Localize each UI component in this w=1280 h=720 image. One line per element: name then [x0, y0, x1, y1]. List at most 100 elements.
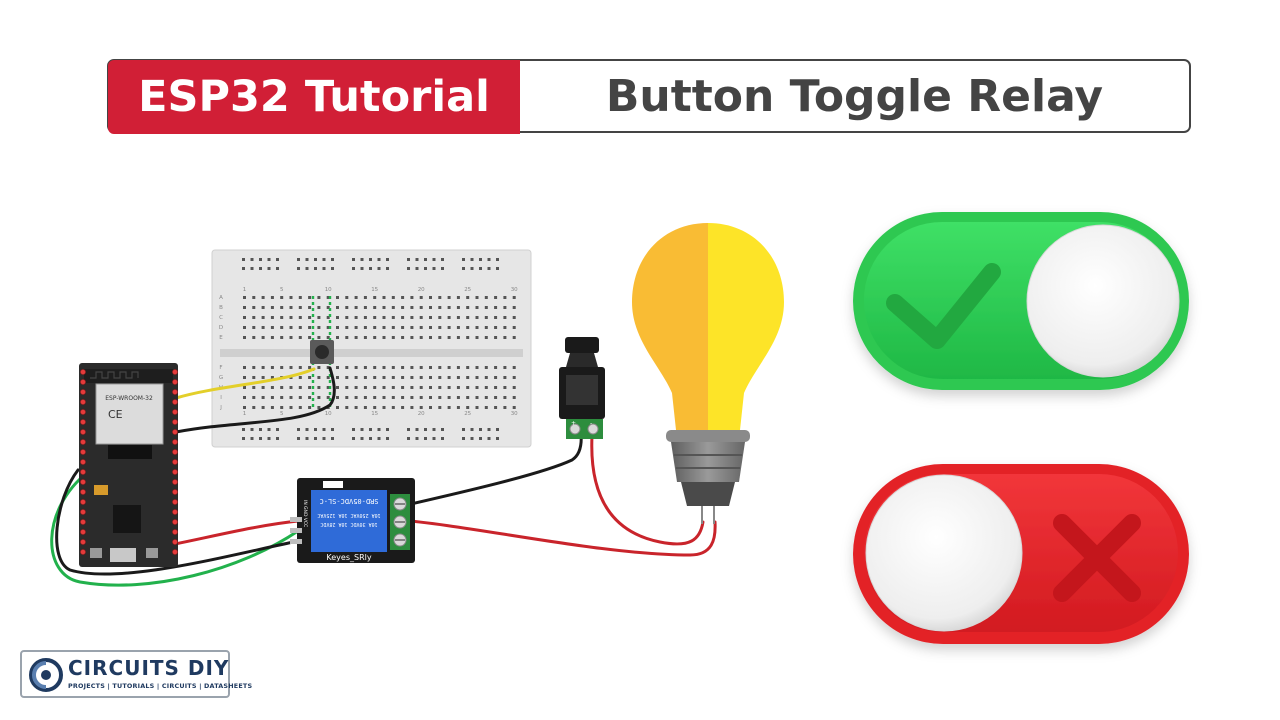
breadboard-hole: [438, 406, 442, 409]
banner-subtitle: Button Toggle Relay: [605, 70, 1104, 122]
breadboard-hole: [373, 336, 377, 339]
breadboard-hole: [410, 376, 414, 379]
breadboard-hole: [429, 316, 432, 319]
breadboard-hole: [363, 406, 367, 409]
breadboard-hole: [456, 406, 460, 409]
breadboard-hole: [466, 386, 470, 389]
breadboard-hole: [438, 296, 442, 299]
breadboard-hole: [456, 386, 460, 389]
breadboard-hole: [484, 366, 488, 369]
breadboard-hole: [496, 267, 499, 270]
breadboard-hole: [512, 396, 516, 399]
breadboard-hole: [475, 336, 479, 339]
black-wire-button: [174, 366, 336, 434]
breadboard-hole: [391, 376, 395, 379]
usb-chip: [113, 505, 141, 533]
breadboard-hole: [410, 366, 414, 369]
breadboard-hole: [407, 267, 410, 270]
breadboard-hole: [250, 267, 254, 270]
breadboard-hole: [429, 296, 432, 299]
breadboard-hole: [438, 386, 442, 389]
breadboard-hole: [447, 316, 451, 319]
breadboard-hole: [243, 406, 246, 409]
breadboard-hole: [270, 316, 274, 319]
breadboard-hole: [363, 306, 367, 309]
breadboard-hole: [314, 267, 317, 270]
esp32-pin: [172, 449, 178, 455]
breadboard-hole: [484, 406, 488, 409]
breadboard-hole: [456, 306, 460, 309]
bulb-glass-left: [632, 223, 708, 430]
breadboard-hole: [487, 428, 491, 431]
breadboard-hole: [297, 258, 300, 261]
breadboard-hole: [369, 258, 372, 261]
breadboard-hole: [298, 336, 302, 339]
breadboard-hole: [331, 267, 334, 270]
breadboard-hole: [298, 376, 302, 379]
breadboard-hole: [270, 336, 274, 339]
esp32-pin: [80, 549, 86, 555]
breadboard-hole: [354, 326, 358, 329]
breadboard-hole: [317, 296, 321, 299]
breadboard-hole: [512, 376, 516, 379]
breadboard-hole: [512, 326, 516, 329]
breadboard-hole: [261, 396, 265, 399]
breadboard-column-number: 30: [511, 287, 518, 293]
breadboard-row-letter: C: [219, 315, 223, 321]
esp32-pin: [172, 379, 178, 385]
breadboard-column-number: 15: [371, 287, 378, 293]
breadboard-hole: [280, 306, 284, 309]
breadboard-hole: [429, 396, 432, 399]
breadboard-hole: [317, 316, 321, 319]
breadboard-hole: [345, 386, 349, 389]
breadboard-hole: [345, 406, 349, 409]
breadboard-hole: [298, 366, 302, 369]
breadboard-hole: [298, 306, 302, 309]
breadboard-hole: [432, 258, 436, 261]
relay-led: [323, 481, 343, 488]
component-capacitor: [94, 485, 108, 495]
breadboard-hole: [377, 258, 381, 261]
breadboard-hole: [345, 316, 349, 319]
breadboard-hole: [475, 366, 479, 369]
breadboard-hole: [308, 396, 312, 399]
breadboard-hole: [270, 306, 274, 309]
breadboard-hole: [336, 336, 339, 339]
breadboard-hole: [377, 437, 381, 440]
breadboard-hole: [410, 406, 414, 409]
breadboard-hole: [419, 316, 423, 319]
breadboard-hole: [462, 258, 465, 261]
breadboard-hole: [391, 406, 395, 409]
breadboard-hole: [308, 406, 312, 409]
breadboard-hole: [410, 306, 414, 309]
breadboard-hole: [484, 386, 488, 389]
esp32-pin: [80, 439, 86, 445]
breadboard-column-number: 20: [418, 411, 425, 417]
breadboard-hole: [352, 428, 355, 431]
breadboard-hole: [363, 316, 367, 319]
breadboard-hole: [466, 406, 470, 409]
breadboard-hole: [447, 296, 451, 299]
bulb-base: [671, 442, 745, 482]
breadboard-hole: [280, 296, 284, 299]
logo-tagline: PROJECTS | TUTORIALS | CIRCUITS | DATASH…: [68, 682, 253, 690]
esp32-pin: [172, 429, 178, 435]
breadboard-column-number: 5: [280, 287, 284, 293]
breadboard-hole: [487, 267, 491, 270]
breadboard-hole: [391, 336, 395, 339]
breadboard-hole: [419, 406, 423, 409]
breadboard-hole: [289, 316, 293, 319]
breadboard-hole: [484, 296, 488, 299]
breadboard-hole: [317, 306, 321, 309]
breadboard-hole: [373, 366, 377, 369]
breadboard-hole: [261, 316, 265, 319]
breadboard-hole: [261, 326, 265, 329]
breadboard-hole: [326, 366, 330, 369]
breadboard-hole: [276, 437, 279, 440]
breadboard-hole: [354, 376, 358, 379]
breadboard-hole: [345, 296, 349, 299]
breadboard-hole: [479, 267, 482, 270]
breadboard-hole: [243, 386, 246, 389]
breadboard-column-number: 1: [243, 287, 247, 293]
breadboard-hole: [252, 366, 256, 369]
